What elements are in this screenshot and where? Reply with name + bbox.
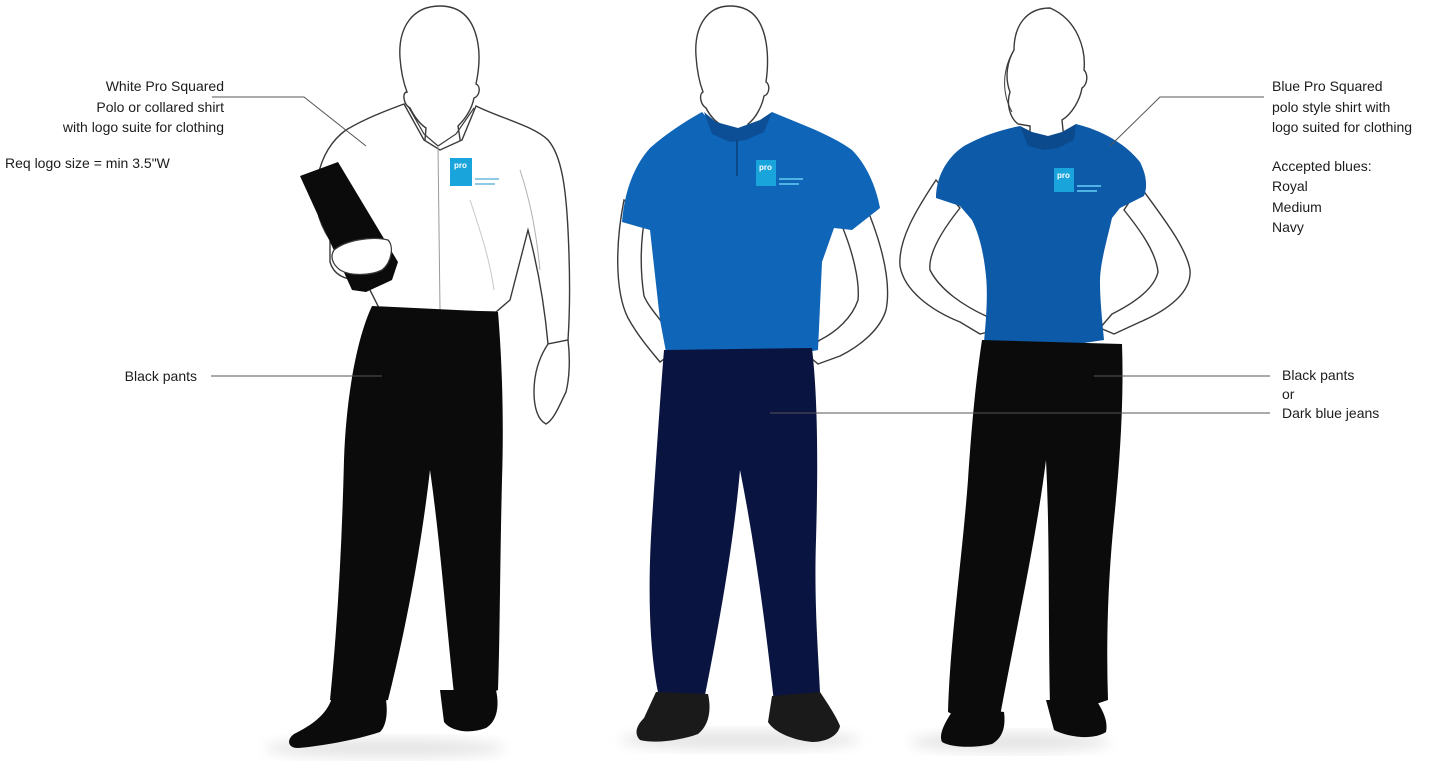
callout-blue-shirt: Blue Pro Squared polo style shirt with l… bbox=[1272, 76, 1412, 238]
blue-polo-shirt bbox=[622, 112, 880, 360]
shoe bbox=[440, 690, 498, 731]
callout-logo-size: Req logo size = min 3.5"W bbox=[5, 153, 170, 174]
callout-line: Polo or collared shirt bbox=[63, 97, 224, 118]
logo-tagline bbox=[1077, 190, 1097, 192]
callout-pants-right: Black pants or Dark blue jeans bbox=[1282, 366, 1379, 423]
logo-text: pro bbox=[454, 161, 467, 170]
logo-tagline bbox=[475, 178, 499, 180]
accepted-blue-navy: Navy bbox=[1272, 217, 1412, 238]
callout-line: Req logo size = min 3.5"W bbox=[5, 153, 170, 174]
logo-tagline bbox=[475, 183, 495, 185]
callout-black-pants-left: Black pants bbox=[125, 366, 197, 387]
leader-line-blue-shirt bbox=[1110, 97, 1264, 146]
logo-tagline bbox=[1077, 185, 1101, 187]
logo-text: pro bbox=[1057, 171, 1070, 180]
black-pants bbox=[330, 306, 503, 706]
right-hand bbox=[534, 340, 569, 424]
accepted-blue-royal: Royal bbox=[1272, 176, 1412, 197]
callout-line: with logo suite for clothing bbox=[63, 117, 224, 138]
head-outline bbox=[1007, 8, 1087, 140]
callout-line: polo style shirt with bbox=[1272, 97, 1412, 118]
shoe bbox=[1046, 700, 1107, 737]
black-pants bbox=[948, 340, 1123, 720]
figure-woman-blue-polo: pro bbox=[900, 8, 1190, 747]
spacer bbox=[1272, 138, 1412, 156]
callout-white-shirt: White Pro Squared Polo or collared shirt… bbox=[63, 76, 224, 138]
callout-line: White Pro Squared bbox=[63, 76, 224, 97]
accepted-blue-medium: Medium bbox=[1272, 197, 1412, 218]
callout-line: Blue Pro Squared bbox=[1272, 76, 1412, 97]
figure-man-blue-polo: pro bbox=[618, 6, 888, 742]
dark-blue-jeans bbox=[650, 348, 820, 702]
logo-tagline bbox=[779, 183, 799, 185]
accepted-blues-title: Accepted blues: bbox=[1272, 156, 1412, 177]
logo-text: pro bbox=[759, 163, 772, 172]
callout-line: logo suited for clothing bbox=[1272, 117, 1412, 138]
callout-line: Black pants bbox=[125, 366, 197, 387]
callout-line: Dark blue jeans bbox=[1282, 404, 1379, 423]
logo-tagline bbox=[779, 178, 803, 180]
callout-line: or bbox=[1282, 385, 1379, 404]
callout-line: Black pants bbox=[1282, 366, 1379, 385]
figure-man-white-shirt: pro bbox=[289, 6, 569, 748]
